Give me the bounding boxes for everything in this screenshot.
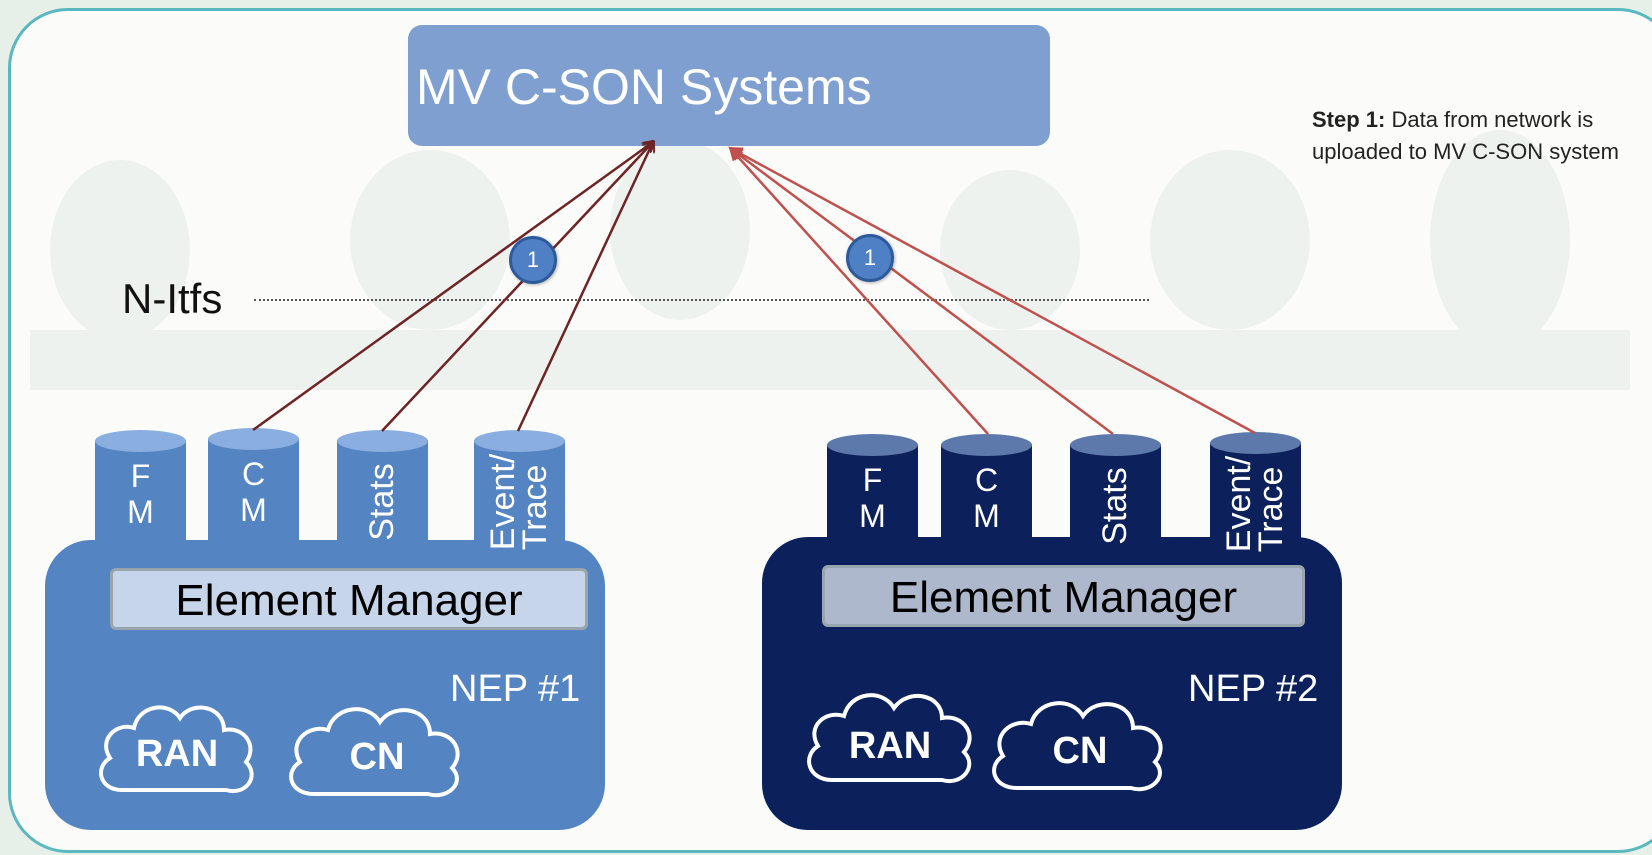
- nep-1-label: NEP #1: [450, 668, 581, 710]
- nep-2-cm-cylinder: C M: [941, 434, 1032, 552]
- nep-1-fm-cylinder: F M: [95, 430, 186, 548]
- nep-2-fm-cylinder: F M: [827, 434, 918, 552]
- nep-2-cn-cloud-icon: [992, 701, 1163, 792]
- step-1-badge-right: 1: [846, 234, 894, 282]
- nep-2-event-trace-cylinder: Event/ Trace: [1210, 432, 1301, 552]
- nep-2-ran-cloud-icon: [807, 693, 972, 784]
- nep-1-element-manager: Element Manager: [110, 568, 588, 630]
- nep-2-stats-cylinder: Stats: [1070, 434, 1161, 552]
- nep-1-ran-cloud-icon: [98, 705, 254, 794]
- arrow-nep2-event: [728, 146, 1256, 435]
- arrow-nep1-event: [516, 142, 653, 432]
- nep-1-cn-label: CN: [349, 736, 405, 778]
- nep-2-fm-label: F M: [859, 462, 886, 534]
- nep-2-cn-label: CN: [1052, 730, 1108, 772]
- arrow-nep2-cm: [728, 146, 989, 435]
- nep-2-ran-label: RAN: [848, 725, 932, 767]
- step-note: Step 1: Data from network is uploaded to…: [1312, 104, 1632, 168]
- arrow-nep1-fm: [252, 142, 653, 432]
- nep-1-fm-label: F M: [127, 458, 154, 530]
- nep-1-event-trace-cylinder: Event/ Trace: [474, 430, 565, 550]
- step-text: Data from network is uploaded to MV C-SO…: [1312, 107, 1619, 164]
- nep-2-element-manager: Element Manager: [822, 565, 1305, 627]
- step-1-badge-left: 1: [509, 236, 557, 284]
- mv-cson-systems-title: MV C-SON Systems: [416, 59, 872, 115]
- nep-2-label: NEP #2: [1188, 668, 1319, 710]
- step-label: Step 1:: [1312, 107, 1386, 132]
- arrow-nep1-cm: [381, 142, 653, 432]
- nep-1-cm-label: C M: [240, 456, 267, 528]
- mv-cson-systems-box: MV C-SON Systems: [408, 25, 1050, 146]
- nep-1-ran-label: RAN: [135, 733, 219, 775]
- nep-1-stats-cylinder: Stats: [337, 430, 428, 548]
- nep-2-cm-label: C M: [973, 462, 1000, 534]
- nep-1-cn-cloud-icon: [289, 707, 460, 798]
- arrow-nep2-stats: [728, 146, 1114, 436]
- nep-1-cm-cylinder: C M: [208, 428, 299, 546]
- n-itfs-label: N-Itfs: [122, 275, 223, 322]
- n-itfs-dotted-line: [254, 299, 1149, 301]
